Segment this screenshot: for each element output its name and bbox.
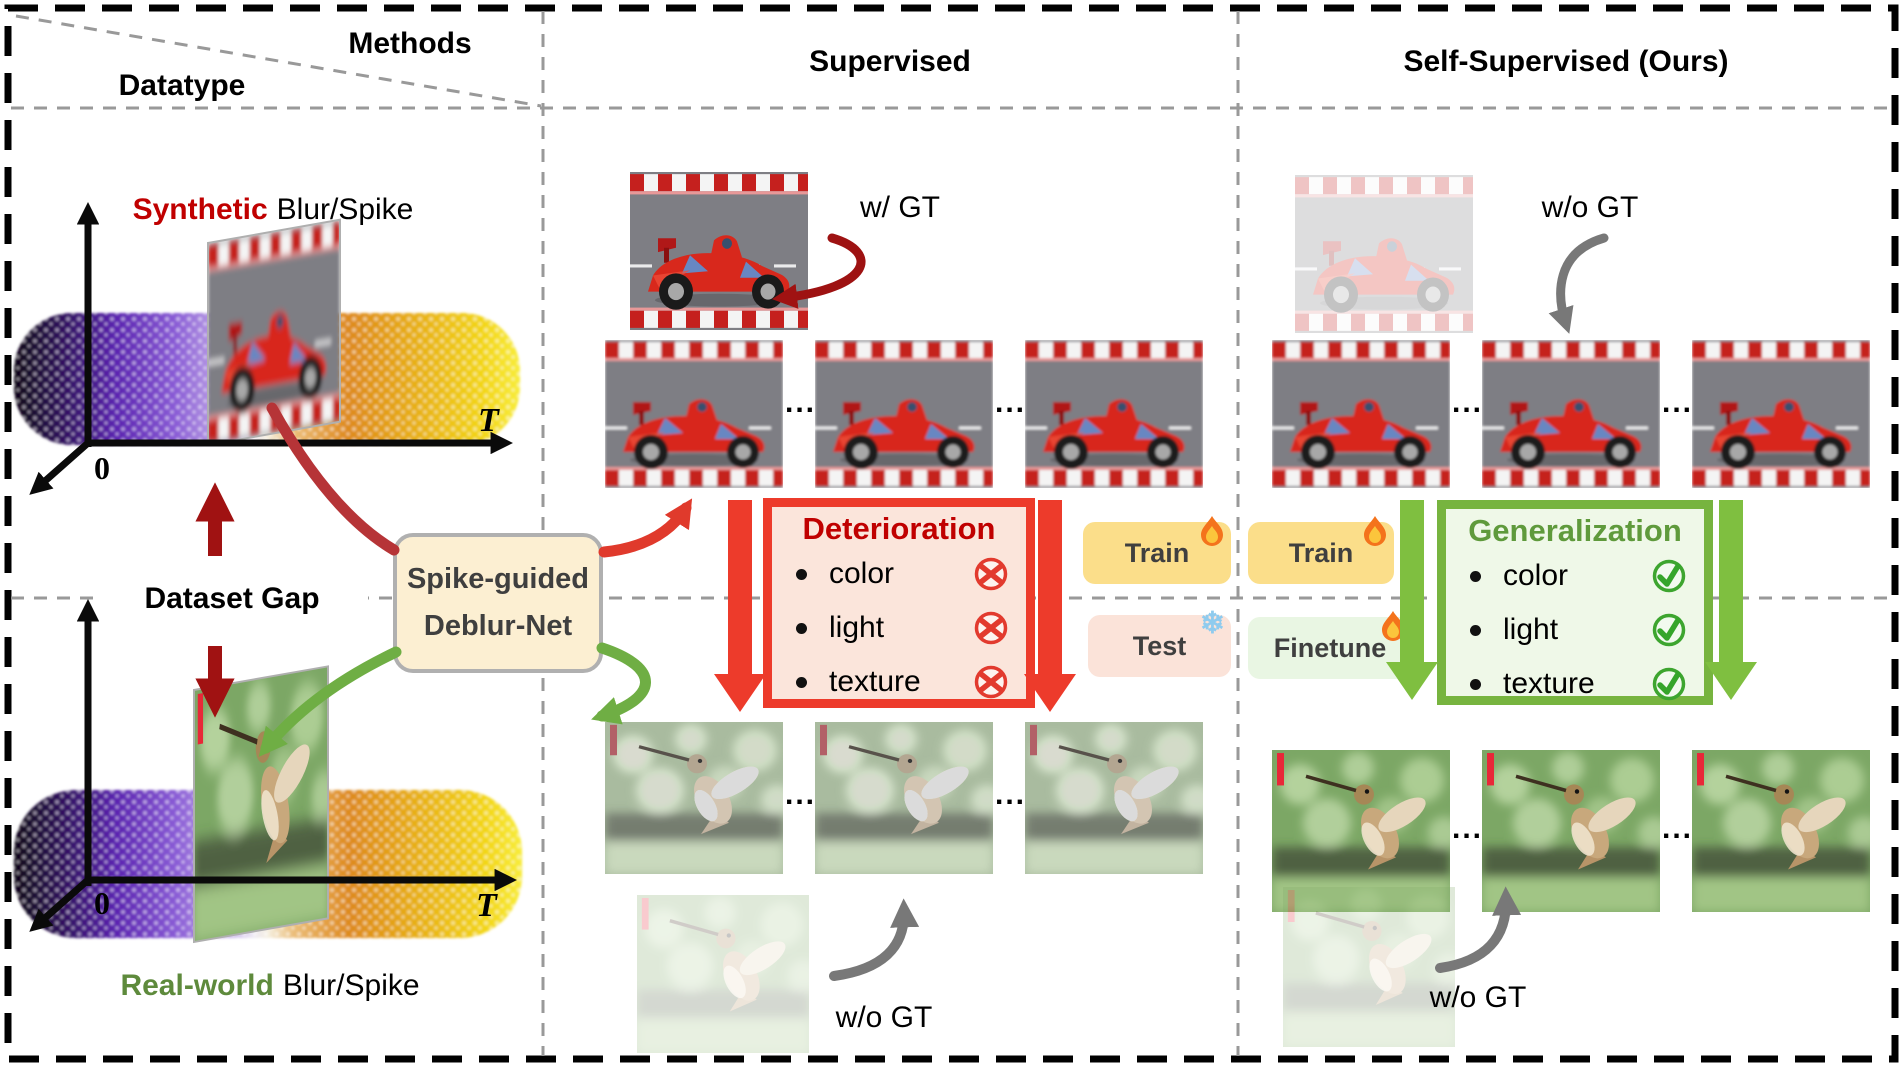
sharp-bird-plane [193,665,329,944]
cross-icon [972,609,1010,647]
origin-label: 0 [94,450,110,486]
cross-icon [972,663,1010,701]
deterioration-panel: Deterioration color light texture [763,498,1035,708]
panel-item: texture [829,665,921,698]
train-badge-selfsup: Train [1248,516,1394,584]
header-supervised: Supervised [809,45,971,78]
panel-row: light [1446,603,1704,657]
deblur-to-supervised-arrow [598,498,693,558]
finetune-badge: Finetune [1248,611,1412,679]
blur-car-frame [1482,340,1660,488]
no-gt-to-frames-arrow [1548,233,1609,334]
panel-row: color [772,547,1026,601]
generalization-panel: Generalization color light texture [1437,500,1713,705]
ellipsis: ... [785,386,817,419]
ellipsis: ... [1452,386,1484,419]
deblur-net-line2: Deblur-Net [423,610,573,642]
blurry-car-plane [207,218,341,447]
check-icon [1650,611,1688,649]
ellipsis: ... [1452,812,1484,845]
header-self-supervised: Self-Supervised (Ours) [1403,45,1729,78]
bullet [796,676,807,688]
faded-bird-no-gt [1283,887,1455,1047]
deblur-to-output-arrow [591,642,651,725]
ellipsis: ... [785,778,817,811]
bullet [796,622,807,634]
synthetic-spike-plot: T 0 [14,202,520,495]
without-gt-label: w/o GT [1541,191,1639,224]
panel-row: texture [772,655,1026,709]
without-gt-label: w/o GT [1429,981,1527,1014]
fire-icon [1364,516,1386,546]
panel-row: texture [1446,657,1704,711]
deterioration-title: Deterioration [802,511,996,546]
axes-arrows [29,599,517,932]
panel-item: color [1503,559,1569,592]
dataset-gap-label: Dataset Gap [96,578,368,620]
train-badge-supervised: Train [1083,516,1231,584]
output-bird-frame-sharp [1692,750,1870,912]
cross-icon [972,555,1010,593]
panel-row: color [1446,549,1704,603]
origin-label: 0 [94,885,110,921]
ellipsis: ... [995,386,1027,419]
panel-item: color [829,557,895,590]
ellipsis: ... [1662,812,1694,845]
bullet [1470,678,1481,690]
fire-icon [1201,516,1223,546]
bullet [796,568,807,580]
with-gt-label: w/ GT [860,191,940,224]
output-bird-frame-deteriorated [1025,722,1203,874]
gt-car-image [630,172,808,330]
blur-car-frame [1025,340,1203,488]
generalization-title: Generalization [1468,513,1682,548]
faded-gt-car-image [1295,175,1473,333]
ellipsis: ... [995,778,1027,811]
no-gt-bird-arrow-supervised [829,898,920,981]
deblur-net-box: Spike-guided Deblur-Net [393,533,603,673]
bullet [1470,624,1481,636]
realworld-spike-plot: T 0 [14,599,522,944]
output-bird-frame-sharp [1482,750,1660,912]
time-axis-label: T [476,887,498,924]
time-axis-label: T [478,402,500,439]
ellipsis: ... [1662,386,1694,419]
output-bird-frame-deteriorated [605,722,783,874]
fire-icon [1382,611,1404,641]
header-methods: Methods [348,27,472,60]
panel-item: light [829,611,885,644]
output-bird-frame-deteriorated [815,722,993,874]
header-datatype: Datatype [118,69,246,102]
blur-car-frame [815,340,993,488]
panel-item: light [1503,613,1559,646]
red-down-arrow-left [714,500,766,712]
check-icon [1650,557,1688,595]
test-badge: Test ❄ [1088,609,1231,677]
panel-item: texture [1503,667,1595,700]
without-gt-label: w/o GT [835,1001,933,1034]
snowflake-icon: ❄ [1199,607,1225,640]
blur-car-frame [1692,340,1870,488]
bullet [1470,570,1481,582]
blur-car-frame [1272,340,1450,488]
panel-row: light [772,601,1026,655]
blur-car-frame [605,340,783,488]
deblur-net-line1: Spike-guided [406,563,590,595]
check-icon [1650,665,1688,703]
